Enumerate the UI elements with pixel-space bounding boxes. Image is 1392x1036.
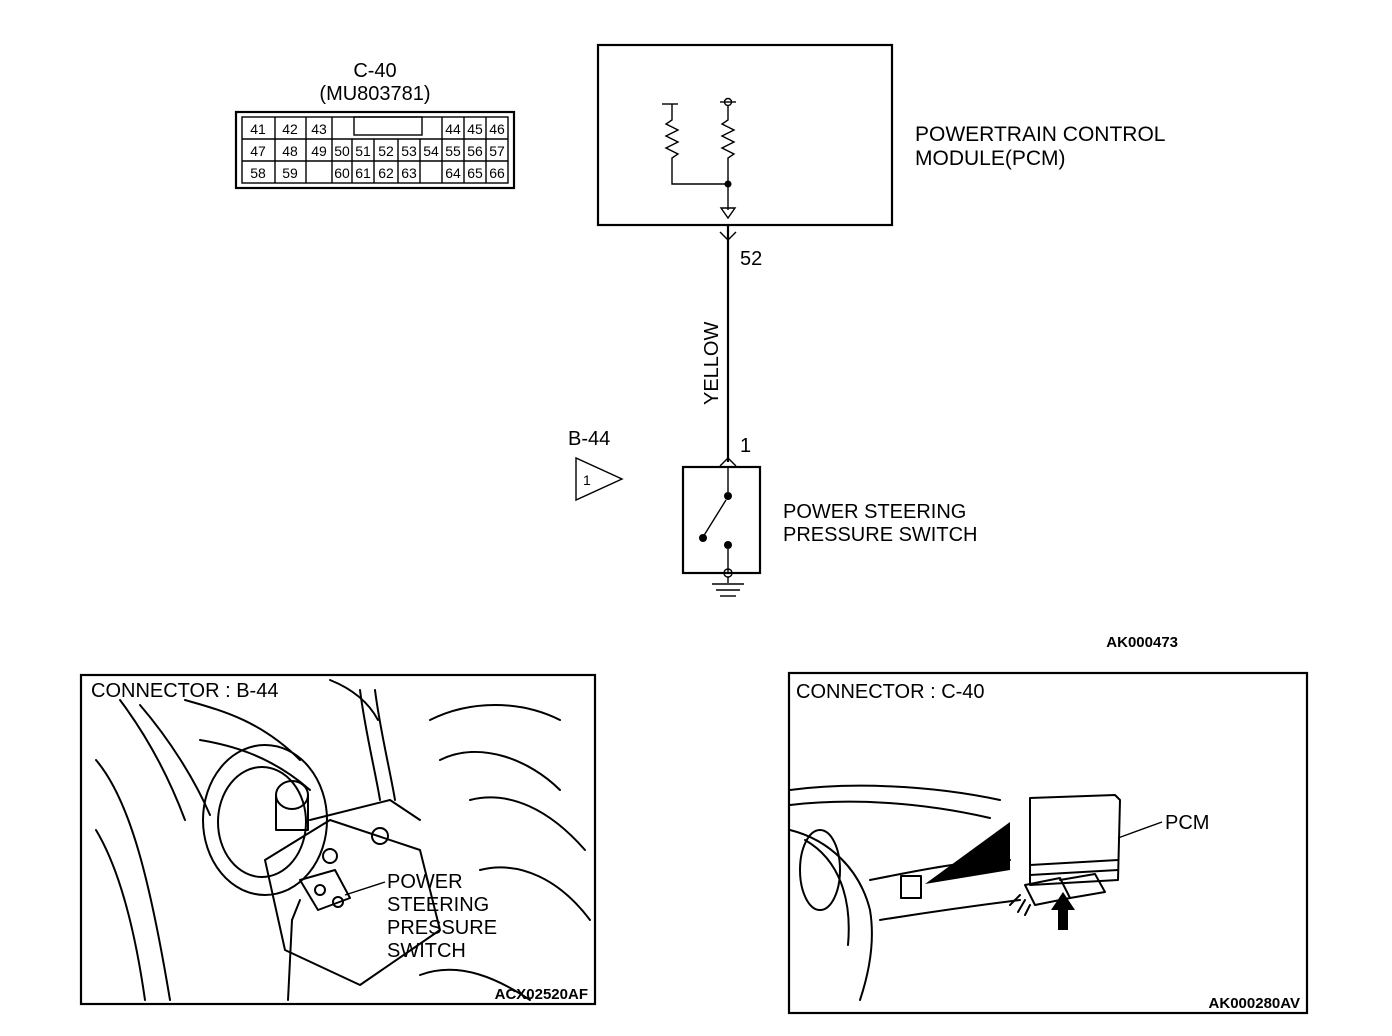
pin-44: 44 [445, 121, 461, 137]
pin-64: 64 [445, 165, 461, 181]
switch-connector-symbol [719, 457, 737, 467]
pin-42: 42 [282, 121, 298, 137]
panel-b44-frame [79, 673, 597, 1006]
panel-b44-title: CONNECTOR : B-44 [91, 680, 278, 702]
pcm-label-line2: MODULE(PCM) [915, 147, 1066, 170]
switch-box [681, 465, 762, 575]
pcm-junction-dot [724, 180, 732, 188]
pcm-label-line1: POWERTRAIN CONTROL [915, 123, 1165, 146]
pcm-input-arrow [719, 207, 737, 220]
switch-ref-mark: 1 [583, 472, 591, 488]
pcm-block [596, 43, 894, 227]
connector-c40-lock-tab [353, 116, 423, 136]
pin-47: 47 [250, 143, 266, 159]
yellow-wire [719, 225, 737, 467]
pin-56: 56 [467, 143, 483, 159]
panel-c40-frame [787, 671, 1309, 1015]
pin-60: 60 [334, 165, 350, 181]
b44-callout-line3: PRESSURE [387, 917, 497, 939]
pin-52: 52 [378, 143, 394, 159]
pin-48: 48 [282, 143, 298, 159]
pin-41: 41 [250, 121, 266, 137]
c40-location-pointer [925, 822, 1010, 884]
panel-c40-code: AK000280AV [1209, 995, 1300, 1012]
pin-45: 45 [467, 121, 483, 137]
pressure-switch-symbol [681, 465, 762, 597]
b44-callout-line2: STEERING [387, 894, 489, 916]
c40-callout-pcm: PCM [1165, 812, 1209, 834]
pin-55: 55 [445, 143, 461, 159]
pin-66: 66 [489, 165, 505, 181]
pin-53: 53 [401, 143, 417, 159]
pin-65: 65 [467, 165, 483, 181]
pin-63: 63 [401, 165, 417, 181]
switch-pin-number: 1 [740, 435, 751, 457]
connector-c40-face: C-40 (MU803781) 41 42 43 44 45 46 47 48 … [234, 60, 516, 190]
pin-57: 57 [489, 143, 505, 159]
pcm-box [596, 43, 894, 227]
switch-ref-triangle [575, 456, 624, 502]
pin-54: 54 [423, 143, 439, 159]
panel-b44-code: ACX02520AF [495, 986, 588, 1003]
diagram-code: AK000473 [1106, 634, 1178, 651]
panel-c40 [787, 671, 1309, 1015]
switch-label-line2: PRESSURE SWITCH [783, 524, 977, 546]
pin-46: 46 [489, 121, 505, 137]
pin-49: 49 [311, 143, 327, 159]
pcm-pin-number: 52 [740, 248, 762, 270]
wire-color-label: YELLOW [701, 322, 723, 405]
c40-up-arrow [1051, 892, 1075, 930]
connector-c40-outline [234, 110, 516, 190]
panel-c40-title: CONNECTOR : C-40 [796, 681, 985, 703]
switch-label-line1: POWER STEERING [783, 501, 966, 523]
connector-c40-id: C-40 [353, 60, 396, 82]
c40-dashboard-sketch [789, 784, 1163, 1001]
pin-59: 59 [282, 165, 298, 181]
pin-43: 43 [311, 121, 327, 137]
b44-callout-line4: SWITCH [387, 940, 466, 962]
switch-connector-id: B-44 [568, 428, 610, 450]
pin-58: 58 [250, 165, 266, 181]
connector-c40-part-number: (MU803781) [319, 83, 430, 105]
pin-51: 51 [355, 143, 371, 159]
pin-50: 50 [334, 143, 350, 159]
pin-62: 62 [378, 165, 394, 181]
b44-engine-sketch [95, 679, 591, 1001]
panel-b44 [79, 673, 597, 1006]
b44-callout-line1: POWER [387, 871, 463, 893]
pin-61: 61 [355, 165, 371, 181]
